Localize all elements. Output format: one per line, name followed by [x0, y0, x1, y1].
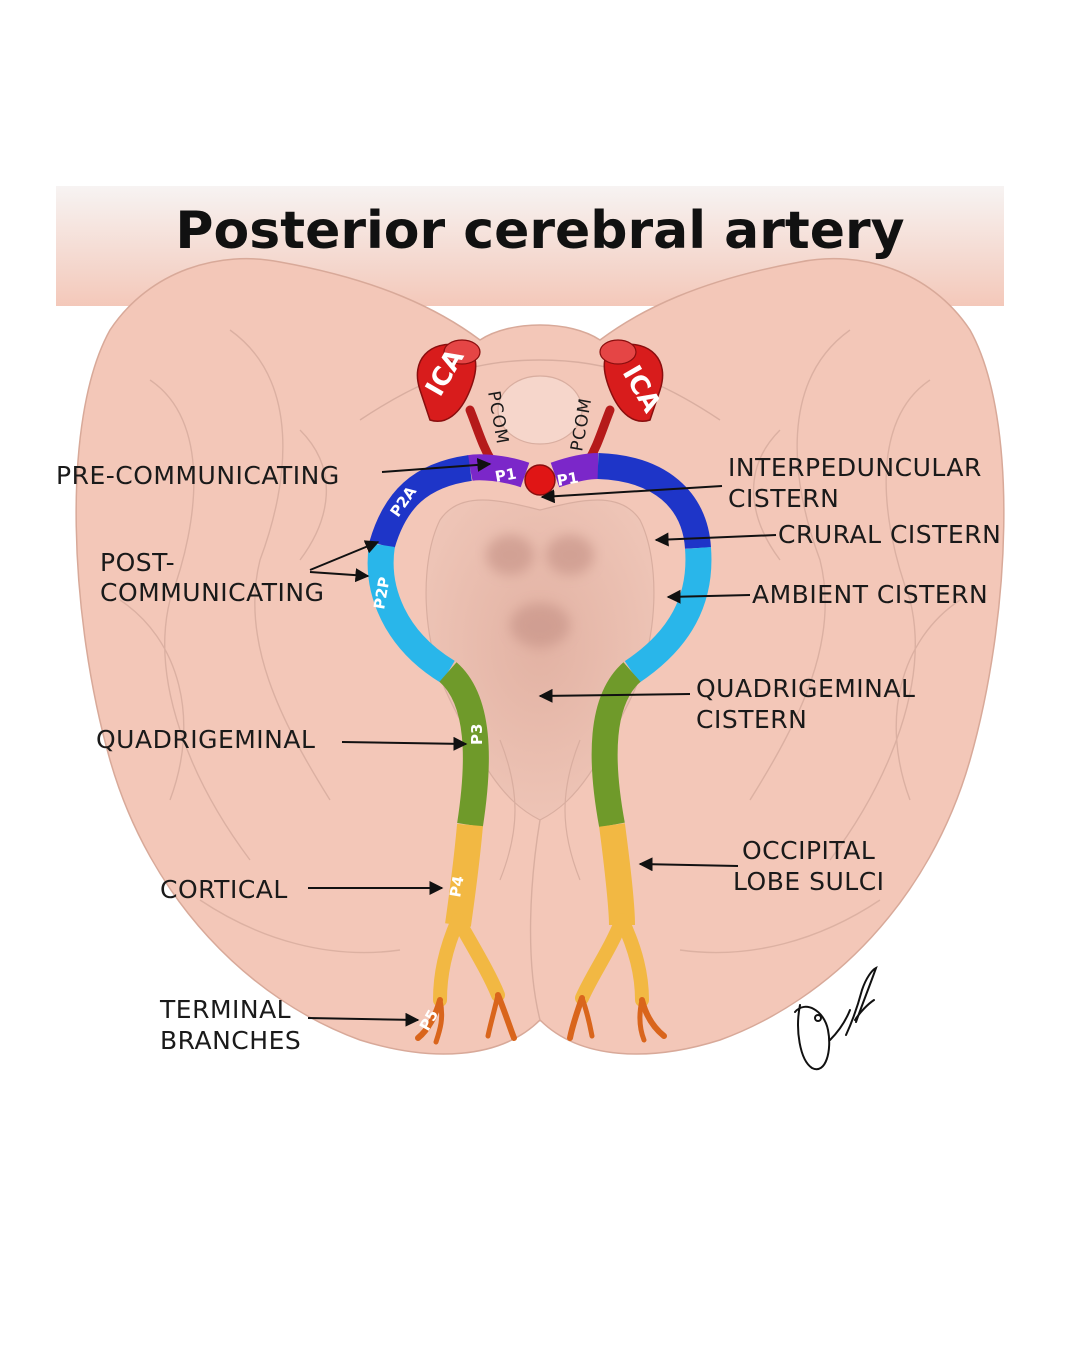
label-occipital-2: LOBE SULCI [733, 867, 885, 896]
label-quadrigeminal: QUADRIGEMINAL [96, 725, 315, 754]
artist-signature [794, 965, 878, 1071]
label-terminal-2: BRANCHES [160, 1026, 301, 1055]
label-post-communicating-1: POST- [100, 548, 175, 577]
label-post-communicating-2: COMMUNICATING [100, 578, 324, 607]
label-ambient: AMBIENT CISTERN [752, 580, 988, 609]
pca-left [367, 454, 530, 927]
basilar-tip [524, 464, 556, 496]
segment-p1-left: P1 [494, 464, 518, 485]
label-occipital-1: OCCIPITAL [742, 836, 875, 865]
label-terminal-1: TERMINAL [159, 995, 291, 1024]
terminal-left [415, 913, 517, 1045]
segment-p4: P4 [446, 874, 467, 898]
leader-arrows [307, 457, 777, 1027]
diagram-title: Posterior cerebral artery [175, 201, 904, 261]
label-cortical: CORTICAL [160, 875, 288, 904]
brain-outline [75, 257, 1005, 1055]
label-crural: CRURAL CISTERN [778, 520, 1001, 549]
label-pre-communicating: PRE-COMMUNICATING [56, 461, 340, 490]
terminal-right [567, 913, 667, 1043]
label-interpeduncular-2: CISTERN [728, 484, 839, 513]
segment-p1-right: P1 [556, 468, 580, 489]
ica-left: ICA [416, 339, 481, 422]
label-quadrigeminal-cistern-2: CISTERN [696, 705, 807, 734]
segment-p3: P3 [468, 724, 486, 745]
label-quadrigeminal-cistern-1: QUADRIGEMINAL [696, 674, 915, 703]
segment-p2p: P2P [370, 576, 393, 611]
label-interpeduncular-1: INTERPEDUNCULAR [728, 453, 982, 482]
